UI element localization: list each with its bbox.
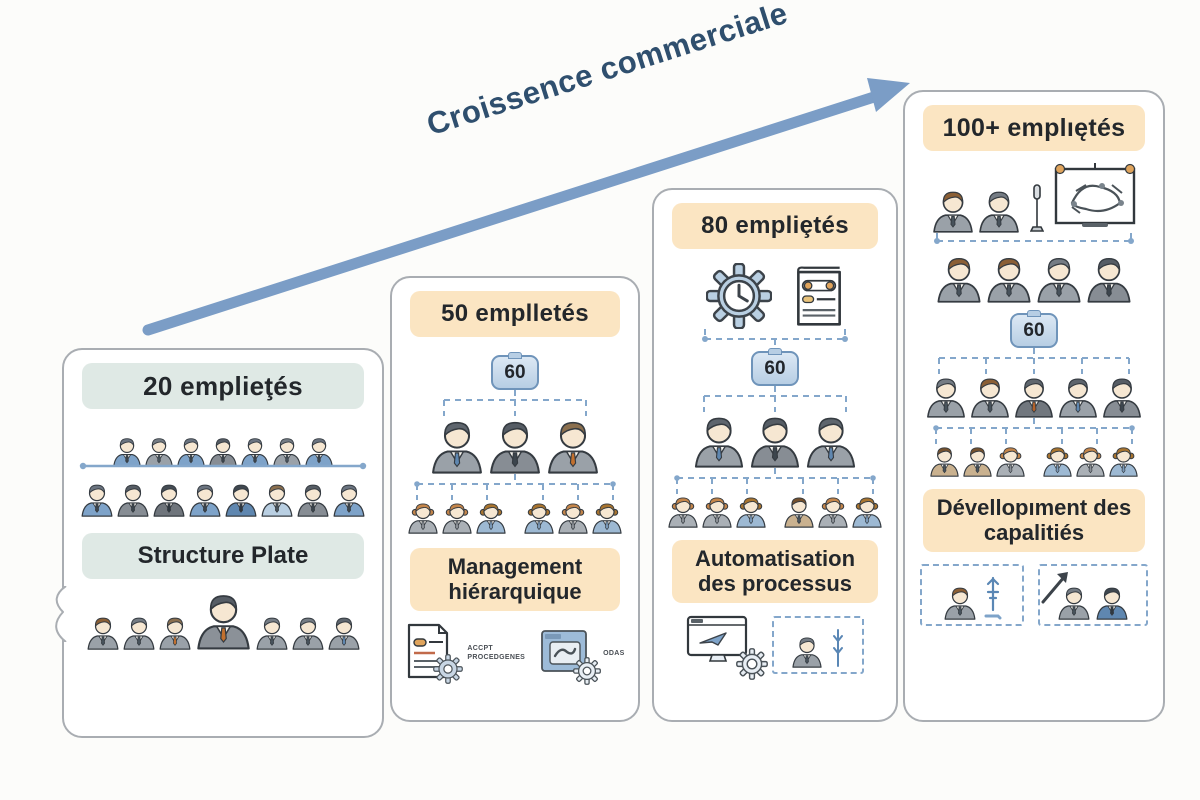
panel-header: 100+ emplıętés [923, 105, 1145, 151]
icons-connector [702, 329, 848, 349]
automation-gear-icon [706, 263, 772, 329]
employee-row-large [79, 481, 367, 517]
microphone-icon [1030, 184, 1044, 232]
process-window-icon [541, 629, 602, 685]
upward-arrow-icon [1041, 571, 1068, 604]
row-divider-line [79, 462, 367, 470]
panel-label: Structure Plate [82, 533, 364, 579]
senior-team-row [934, 253, 1134, 303]
panel-header: 20 emplieţés [82, 363, 364, 409]
ceo-badge: 60 [1010, 313, 1058, 348]
employees-row [666, 494, 884, 528]
scene-connector [934, 233, 1134, 244]
panel-header: 50 emplletés [410, 291, 620, 337]
process-person-box [772, 616, 864, 675]
org-connector-3 [703, 386, 847, 412]
growth-marker-icon [984, 576, 1002, 620]
team-with-leader-row [85, 589, 362, 650]
gear-icon [573, 656, 602, 685]
panel-label: Management hiérarquique [410, 548, 620, 611]
employees-row [406, 500, 624, 534]
speech-tail [55, 586, 67, 642]
managers-row [691, 412, 859, 468]
stage-panel-100: 100+ emplıętés 60 Dévellopıment des capa… [903, 90, 1165, 722]
flow-arrows-icon [833, 629, 843, 668]
stage-panel-50: 50 emplletés 60 Management hiérarquique [390, 276, 640, 722]
stage-panel-20: 20 emplieţés Structure Plate [55, 348, 384, 738]
panel-label: Automatisation des processus [672, 540, 878, 603]
automation-monitor-icon [686, 615, 768, 680]
panel-header: 80 empliȩtés [672, 203, 878, 249]
procedures-document-icon [405, 623, 464, 684]
network-whiteboard-icon [1054, 163, 1136, 227]
employees-row [928, 444, 1140, 477]
ceo-badge: 60 [491, 355, 539, 390]
org-connector-6 [674, 468, 876, 494]
org-connector-6 [414, 474, 616, 500]
stage-panel-80: 80 empliȩtés [652, 188, 898, 722]
panel-label: Dévellopıment des capalitiés [923, 489, 1145, 552]
ceo-badge: 60 [751, 351, 799, 386]
org-connector-6 [933, 418, 1135, 444]
growth-arrow-label: Croissence commerciale [422, 0, 792, 143]
org-connector-3 [443, 390, 587, 416]
training-speakers [930, 187, 1022, 233]
icon-caption: ODAS [603, 649, 625, 657]
checklist-document-icon [797, 266, 841, 326]
managers-row [924, 374, 1144, 418]
icon-caption: ACCPT PROCEDGENES [467, 645, 526, 662]
managers-row [428, 416, 602, 474]
gear-icon [736, 647, 768, 680]
org-connector-5 [938, 348, 1130, 374]
development-people-box [1038, 563, 1148, 626]
employee-row-small [111, 435, 335, 467]
gear-icon [433, 653, 464, 684]
capability-person-box [920, 563, 1024, 626]
